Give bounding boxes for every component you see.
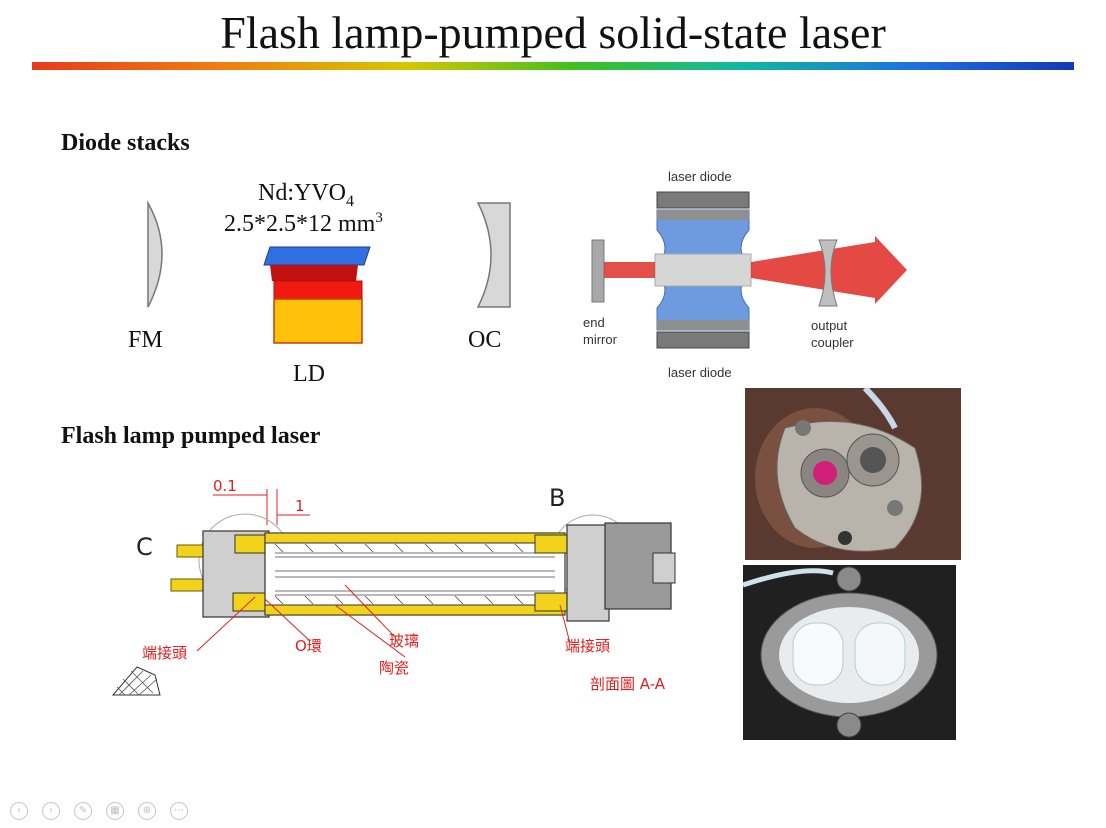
crystal-name: Nd:YVO (258, 180, 346, 206)
laser-schematic (591, 191, 907, 349)
pen-icon[interactable]: ✎ (74, 802, 92, 820)
end-mirror-shape (591, 239, 605, 303)
laser-diode-top-label: laser diode (668, 169, 732, 184)
tube-body (264, 532, 566, 616)
glass-label: 玻璃 (389, 632, 420, 650)
annotation-leaders (196, 584, 571, 658)
flash-lamp-cross-section (111, 489, 676, 696)
output-coupler-line1: output (811, 318, 848, 333)
end-fitting-left-label: 端接頭 (142, 644, 188, 662)
right-cap-port (652, 552, 676, 584)
slide-title: Flash lamp-pumped solid-state laser (220, 7, 886, 58)
base-hatch (111, 666, 161, 696)
flat-mirror-shape (147, 200, 163, 308)
output-coupler-label: output coupler (811, 317, 854, 351)
forward-icon[interactable]: › (42, 802, 60, 820)
flow-tube-illustration (743, 565, 956, 740)
back-icon[interactable]: ‹ (10, 802, 28, 820)
slide-controls: ‹ › ✎ ▦ ⊕ ⋯ (10, 802, 188, 820)
zoom-icon[interactable]: ⊕ (138, 802, 156, 820)
diode-top-shape (270, 265, 358, 281)
tube-ceramic-bottom (264, 604, 566, 616)
oc-label: OC (468, 327, 502, 353)
crystal-size-text: 2.5*2.5*12 mm (224, 211, 376, 237)
rainbow-divider (32, 62, 1074, 70)
detail-b-label: B (549, 484, 566, 512)
oring-label: O環 (295, 637, 322, 655)
diode-stacks-heading: Diode stacks (61, 130, 190, 156)
output-coupler-line2: coupler (811, 335, 854, 350)
beam-left (604, 262, 655, 278)
bottom-diode-cap (656, 331, 750, 349)
output-coupler-lens (818, 239, 838, 307)
diode-middle-shape (273, 280, 363, 300)
slides-icon[interactable]: ▦ (106, 802, 124, 820)
section-view-label: 剖面圖 A-A (590, 675, 666, 693)
laser-diode-bottom-label: laser diode (668, 365, 732, 380)
end-fitting-right-label: 端接頭 (565, 637, 611, 655)
more-icon[interactable]: ⋯ (170, 802, 188, 820)
dimension-a-label: 0.1 (213, 477, 237, 495)
detail-c-label: C (136, 533, 153, 561)
bottom-diode-plate (657, 320, 749, 330)
end-mirror-line2: mirror (583, 332, 617, 347)
pump-head-illustration (745, 388, 961, 560)
diode-pump-diagram (147, 200, 511, 344)
crystal-size: 2.5*2.5*12 mm3 (224, 210, 383, 238)
crystal-size-sup: 3 (375, 210, 383, 226)
right-housing (566, 524, 610, 622)
end-mirror-line1: end (583, 315, 605, 330)
base-hatch-lines (116, 670, 158, 696)
output-coupler-shape (476, 202, 511, 308)
top-diode-cap (656, 191, 750, 209)
top-diode-plate (657, 210, 749, 220)
fm-label: FM (128, 327, 163, 353)
crystal-subscript: 4 (346, 192, 354, 210)
flow-tube-photo (743, 565, 956, 740)
crystal-label: Nd:YVO4 (258, 180, 354, 211)
tube-ceramic-top (264, 532, 566, 544)
laser-rod (654, 253, 752, 287)
flash-lamp-heading: Flash lamp pumped laser (61, 423, 321, 449)
end-mirror-label: end mirror (583, 314, 617, 348)
diode-base-shape (273, 298, 363, 344)
pump-head-photo (745, 388, 961, 560)
ld-label: LD (293, 361, 325, 387)
dimension-b-label: 1 (295, 497, 305, 515)
ceramic-label: 陶瓷 (379, 659, 410, 677)
crystal-shape (263, 246, 371, 266)
glass-hatching (274, 543, 555, 605)
